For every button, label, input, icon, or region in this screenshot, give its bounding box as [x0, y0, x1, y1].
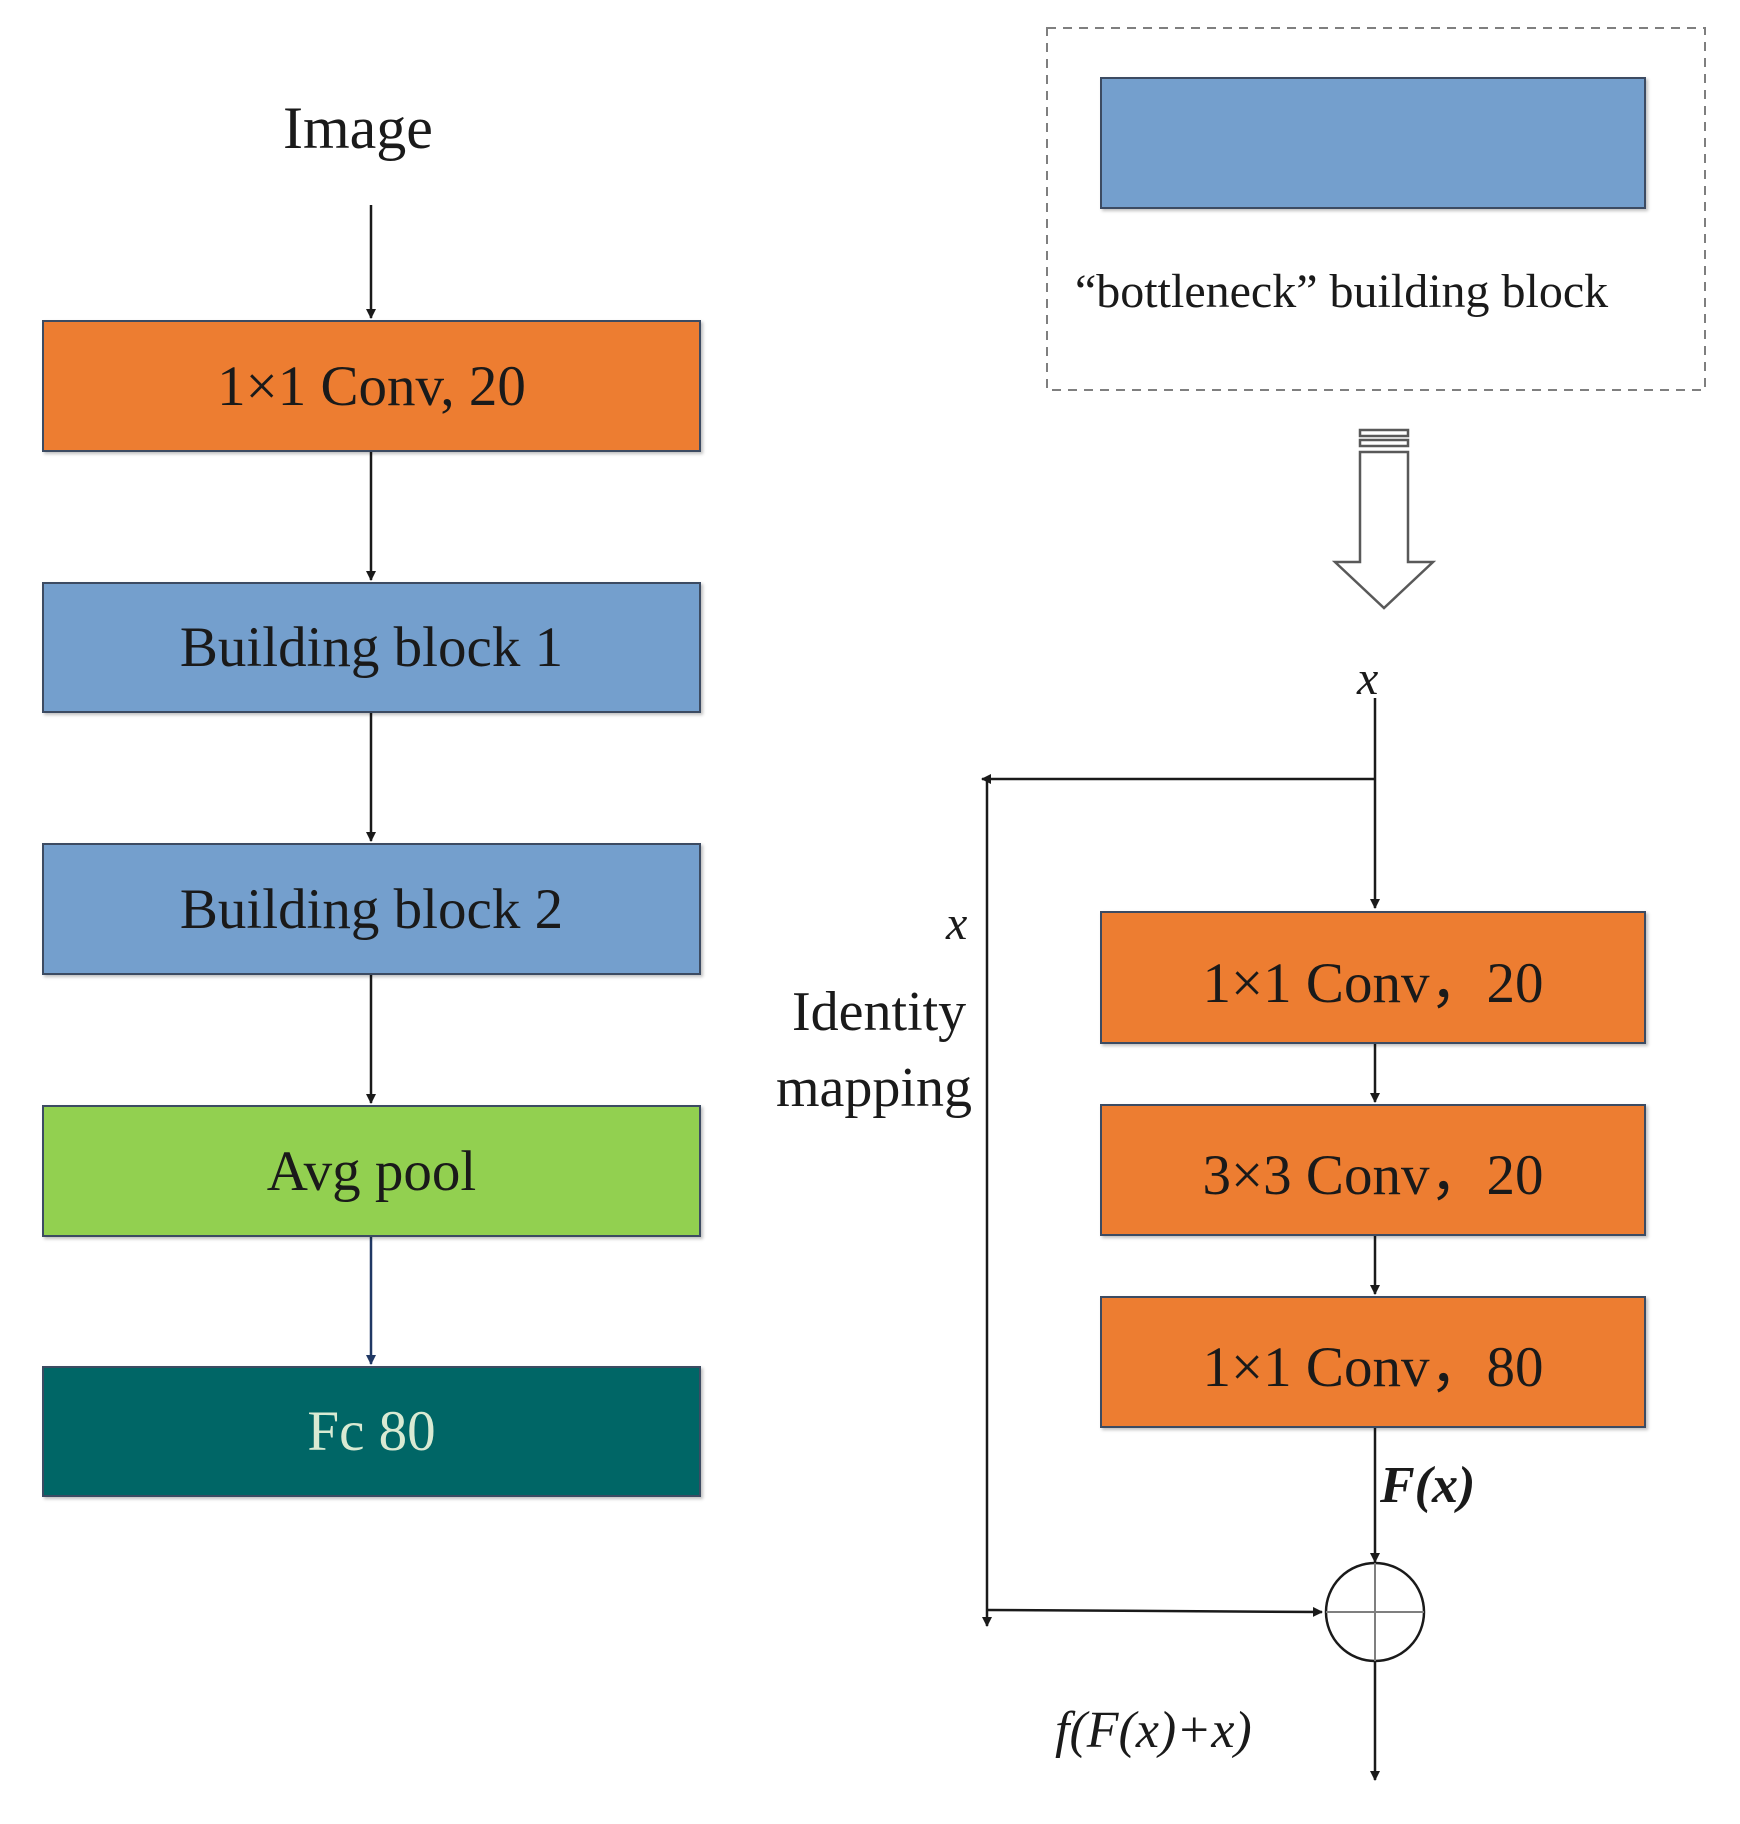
legend-swatch: [1100, 77, 1646, 209]
building-block-2-label: Building block 2: [179, 877, 564, 941]
building-block-1-label: Building block 1: [179, 616, 564, 679]
output-label: f(F(x)+x): [1055, 1702, 1252, 1759]
fc-block: Fc 80: [42, 1366, 701, 1497]
bottleneck-conv-1-label: 1×1 Conv，20: [1202, 951, 1544, 1015]
avg-pool-block: Avg pool: [42, 1105, 701, 1237]
legend-frame: [1046, 27, 1706, 391]
input-x-label: x: [1357, 652, 1379, 705]
legend-caption: “bottleneck” building block: [1075, 265, 1609, 318]
shortcut-to-sum: [986, 1606, 1323, 1617]
residual-fx-label: F(x): [1380, 1457, 1476, 1514]
bottleneck-conv-1: 1×1 Conv，20: [1100, 911, 1646, 1044]
bottleneck-conv-3-label: 1×1 Conv，80: [1202, 1336, 1544, 1399]
building-block-1: Building block 1: [42, 582, 701, 713]
conv-block: 1×1 Conv, 20: [42, 320, 701, 452]
fc-label: Fc 80: [307, 1400, 436, 1463]
mapping-label: mapping: [776, 1057, 972, 1119]
avg-pool-label: Avg pool: [266, 1139, 477, 1203]
building-block-2: Building block 2: [42, 843, 701, 975]
shortcut-x-label: x: [946, 897, 968, 950]
conv-block-label: 1×1 Conv, 20: [217, 354, 526, 418]
hollow-down-arrow: [1331, 428, 1437, 610]
image-input-label: Image: [283, 95, 433, 161]
identity-label: Identity: [792, 981, 967, 1043]
bottleneck-conv-3: 1×1 Conv，80: [1100, 1296, 1646, 1428]
sum-node: [1324, 1561, 1426, 1663]
bottleneck-conv-2-label: 3×3 Conv，20: [1202, 1144, 1544, 1207]
bottleneck-conv-2: 3×3 Conv，20: [1100, 1104, 1646, 1236]
